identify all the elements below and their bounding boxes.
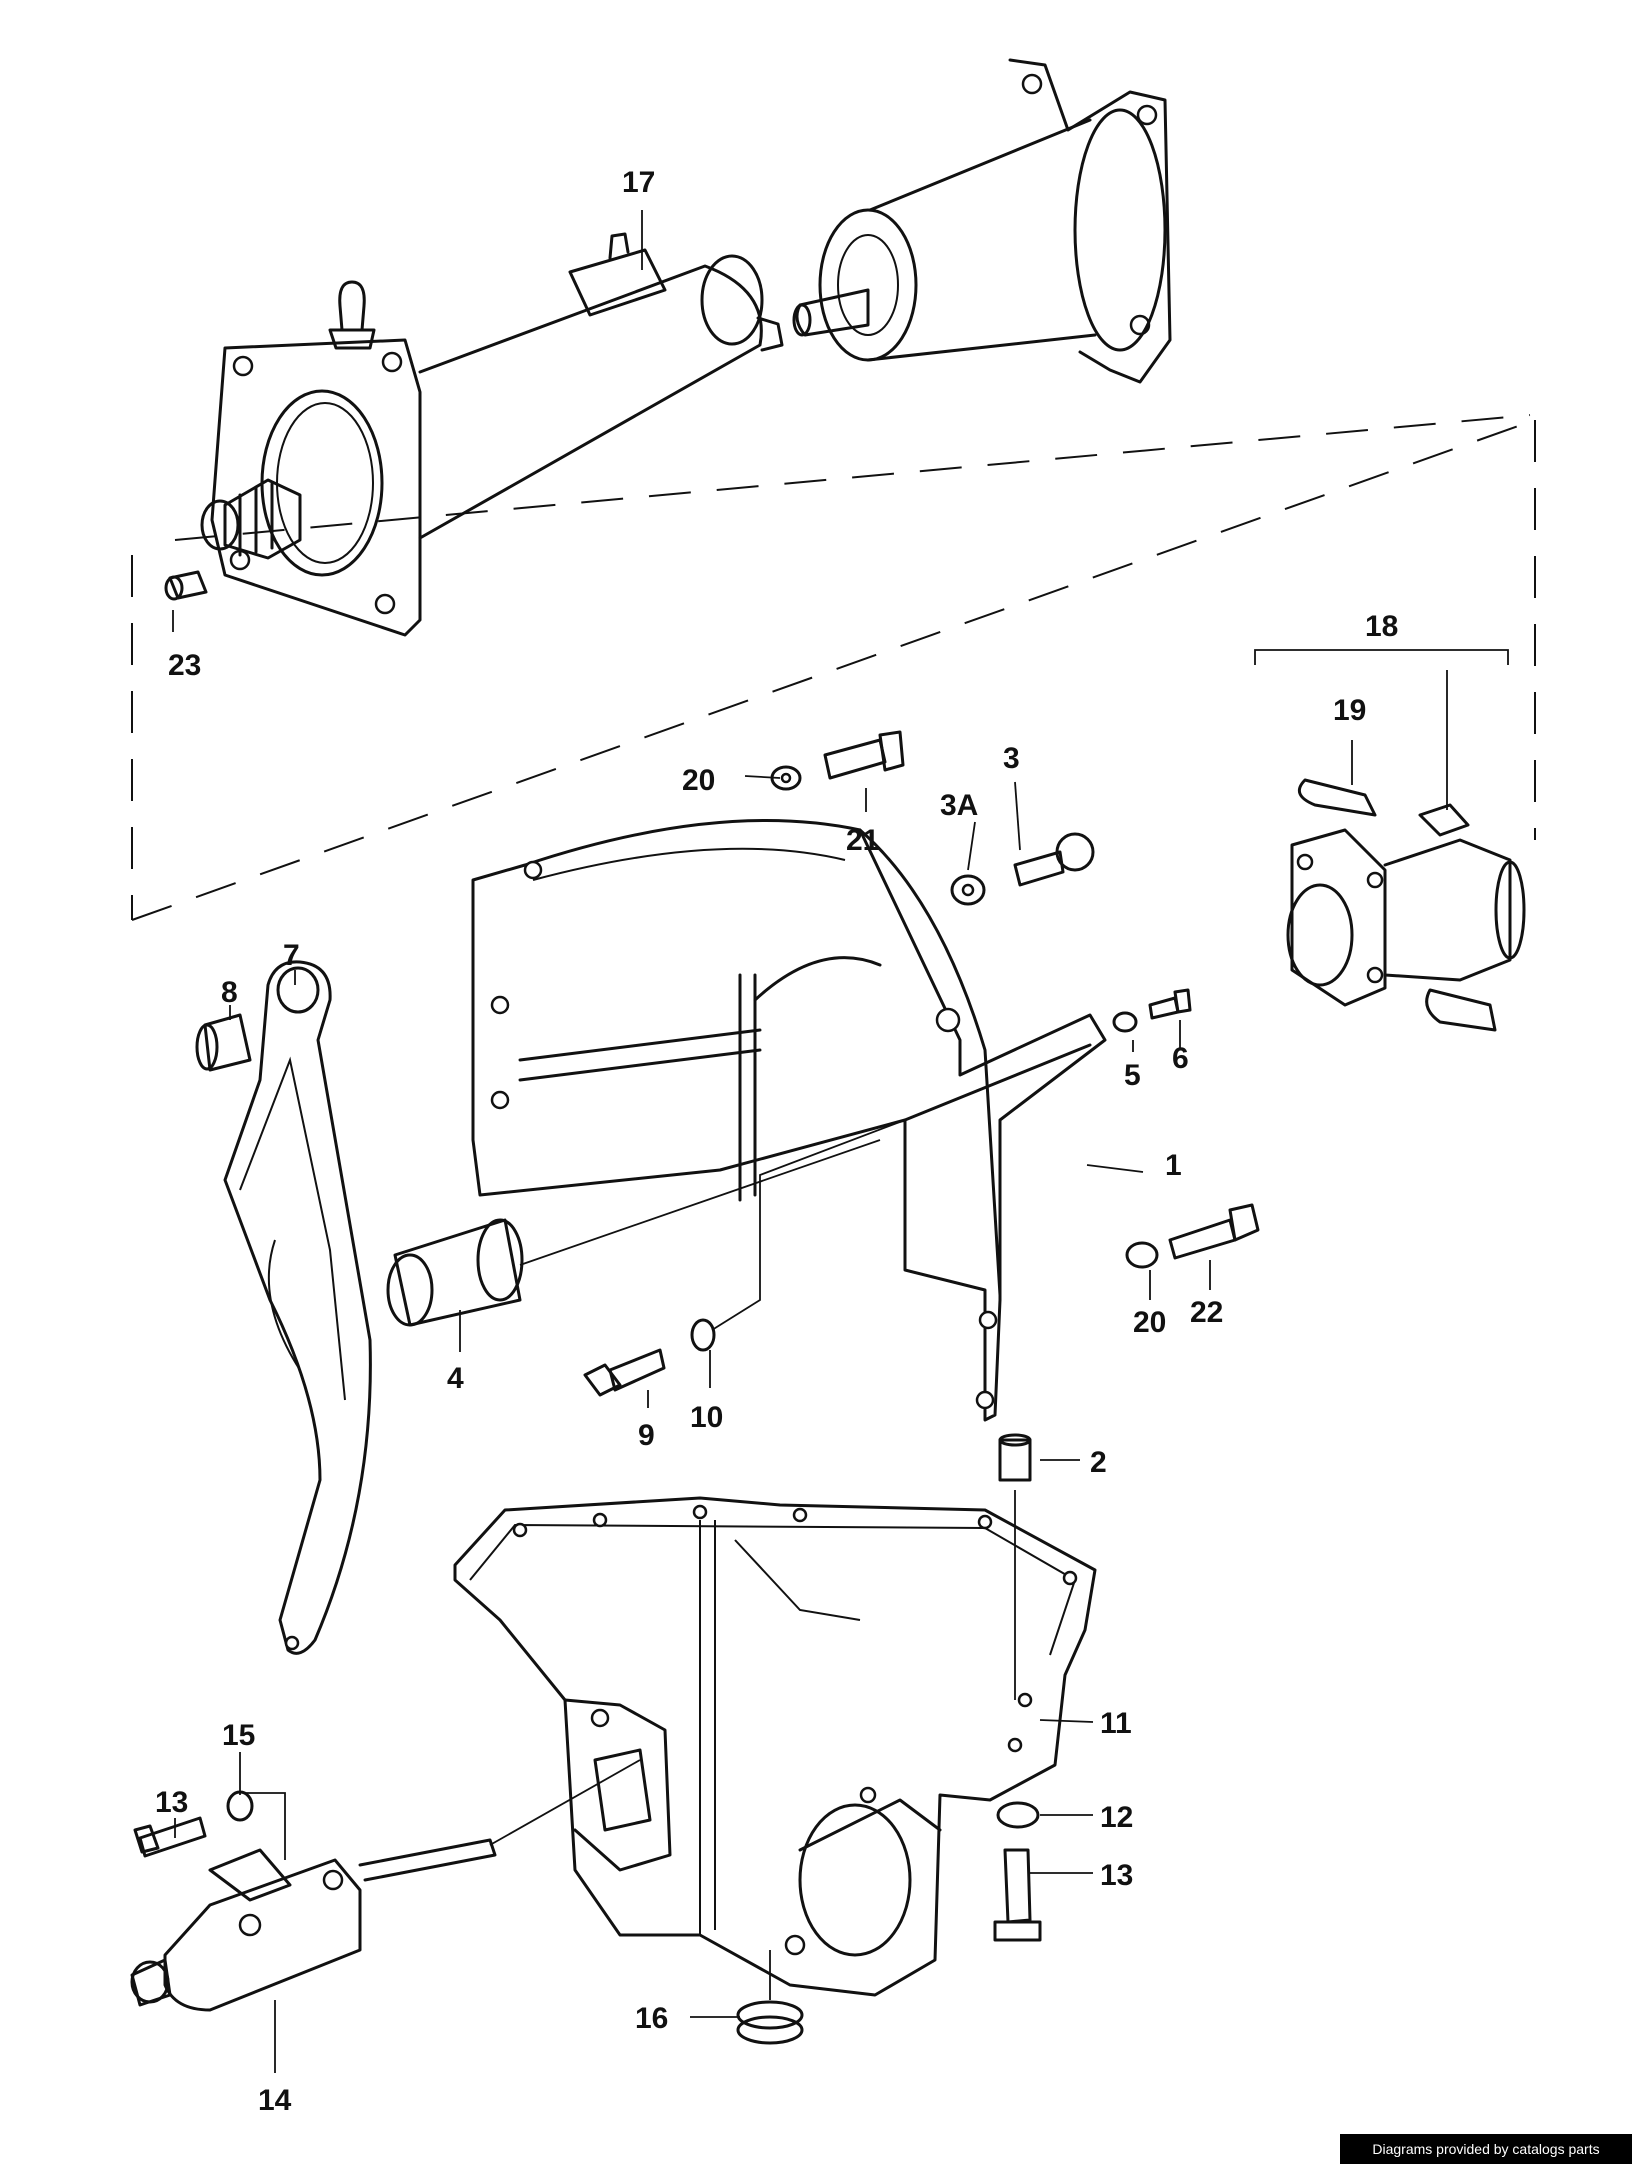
callout-22: 22 xyxy=(1190,1296,1223,1329)
leader-lines xyxy=(172,210,1353,2073)
callout-12: 12 xyxy=(1100,1801,1133,1834)
callout-23: 23 xyxy=(168,649,201,682)
fasteners-right xyxy=(1112,988,1260,1269)
callout-8: 8 xyxy=(221,976,238,1009)
release-lever-7 xyxy=(195,960,372,1655)
group-boundary xyxy=(131,414,1536,921)
callout-6: 6 xyxy=(1172,1042,1189,1075)
callout-14: 14 xyxy=(258,2084,292,2117)
callout-labels: 1 2 3 3A 4 5 6 7 8 9 10 11 12 13 13 14 1… xyxy=(155,166,1398,2117)
callout-15: 15 xyxy=(222,1719,255,1752)
credit-banner: Diagrams provided by catalogs parts xyxy=(1340,2134,1632,2164)
bellhousing-1 xyxy=(471,819,1107,1422)
seal-16 xyxy=(736,1950,804,2045)
callout-3a: 3A xyxy=(940,789,978,822)
callout-13-right: 13 xyxy=(1100,1859,1133,1892)
dowel-2 xyxy=(998,1433,1032,1700)
callout-5: 5 xyxy=(1124,1059,1141,1092)
callout-7: 7 xyxy=(283,939,300,972)
callout-1: 1 xyxy=(1165,1149,1182,1182)
fasteners-mid xyxy=(583,1119,906,1397)
callout-13-left: 13 xyxy=(155,1786,188,1819)
callout-20-bottom: 20 xyxy=(1133,1306,1166,1339)
callout-19: 19 xyxy=(1333,694,1366,727)
guide-sleeve-4 xyxy=(386,1139,881,1327)
fasteners-lower-right xyxy=(993,1801,1042,1942)
solenoid-18 xyxy=(1254,649,1526,1032)
starter-tube-assembly xyxy=(200,232,784,637)
sleeve-23 xyxy=(164,570,208,601)
slave-cylinder-14 xyxy=(130,1759,641,2012)
callout-18: 18 xyxy=(1365,610,1398,643)
callout-3: 3 xyxy=(1003,742,1020,775)
gearbox-case-11 xyxy=(453,1496,1097,1997)
callout-20-top: 20 xyxy=(682,764,715,797)
starter-motor-body xyxy=(792,58,1172,384)
callout-11: 11 xyxy=(1100,1707,1132,1740)
callout-9: 9 xyxy=(638,1419,655,1452)
callout-4: 4 xyxy=(447,1362,464,1395)
fasteners-top xyxy=(770,730,1095,906)
callout-21: 21 xyxy=(846,824,879,857)
callout-2: 2 xyxy=(1090,1446,1107,1479)
callout-16: 16 xyxy=(635,2002,668,2035)
callout-10: 10 xyxy=(690,1401,723,1434)
callout-17: 17 xyxy=(622,166,655,199)
